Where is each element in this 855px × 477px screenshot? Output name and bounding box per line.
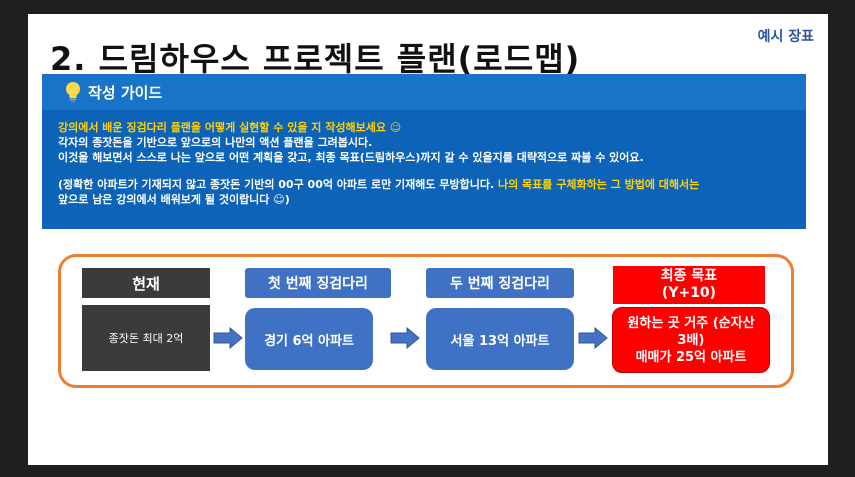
goal-header-sub: (Y+10) (661, 285, 717, 301)
guide-body: 강의에서 배운 징검다리 플랜을 어떻게 실현할 수 있을 지 작성해보세요 ☺… (58, 120, 798, 207)
slide: 2. 드림하우스 프로젝트 플랜(로드맵) 예시 장표 작성 가이드 강의에서 … (28, 14, 828, 465)
arrow-right-icon (390, 327, 420, 349)
arrow-right-icon (578, 327, 608, 349)
guide-line-4: (정확한 아파트가 기재되지 않고 종잣돈 기반의 00구 00억 아파트 로만… (58, 177, 798, 192)
guide-line-4-yellow: 나의 목표를 구체화하는 그 방법에 대해서는 (497, 178, 700, 191)
guide-panel: 작성 가이드 강의에서 배운 징검다리 플랜을 어떻게 실현할 수 있을 지 작… (42, 74, 806, 229)
goal-header-label: 최종 목표 (660, 268, 718, 284)
lightbulb-icon (66, 82, 80, 103)
goal-line-3: 매매가 25억 아파트 (635, 349, 747, 365)
roadmap-frame (58, 254, 794, 388)
guide-line-5: 앞으로 남은 강의에서 배워보게 될 것이랍니다 ☺) (58, 193, 290, 206)
page-title: 2. 드림하우스 프로젝트 플랜(로드맵) (50, 40, 581, 78)
current-box: 종잣돈 최대 2억 (82, 305, 210, 371)
step1-header: 첫 번째 징검다리 (245, 268, 391, 298)
step2-box: 서울 13억 아파트 (426, 308, 574, 370)
example-tag: 예시 장표 (757, 29, 814, 45)
guide-title: 작성 가이드 (88, 83, 163, 102)
goal-line-2: 3배) (677, 332, 705, 348)
current-header: 현재 (82, 268, 210, 298)
step1-box: 경기 6억 아파트 (245, 308, 373, 370)
guide-line-1: 강의에서 배운 징검다리 플랜을 어떻게 실현할 수 있을 지 작성해보세요 ☺ (58, 121, 402, 134)
goal-box: 원하는 곳 거주 (순자산 3배) 매매가 25억 아파트 (612, 307, 770, 373)
goal-line-1: 원하는 곳 거주 (순자산 (627, 315, 755, 331)
guide-line-4-white: (정확한 아파트가 기재되지 않고 종잣돈 기반의 00구 00억 아파트 로만… (58, 178, 498, 191)
guide-line-2: 각자의 종잣돈을 기반으로 앞으로의 나만의 액션 플랜을 그려봅시다. (58, 136, 373, 149)
goal-header: 최종 목표 (Y+10) (613, 266, 765, 304)
guide-line-3: 이것을 해보면서 스스로 나는 앞으로 어떤 계획을 갖고, 최종 목표(드림하… (58, 151, 644, 164)
step2-header: 두 번째 징검다리 (426, 268, 574, 298)
guide-header: 작성 가이드 (42, 74, 806, 110)
arrow-right-icon (213, 327, 243, 349)
